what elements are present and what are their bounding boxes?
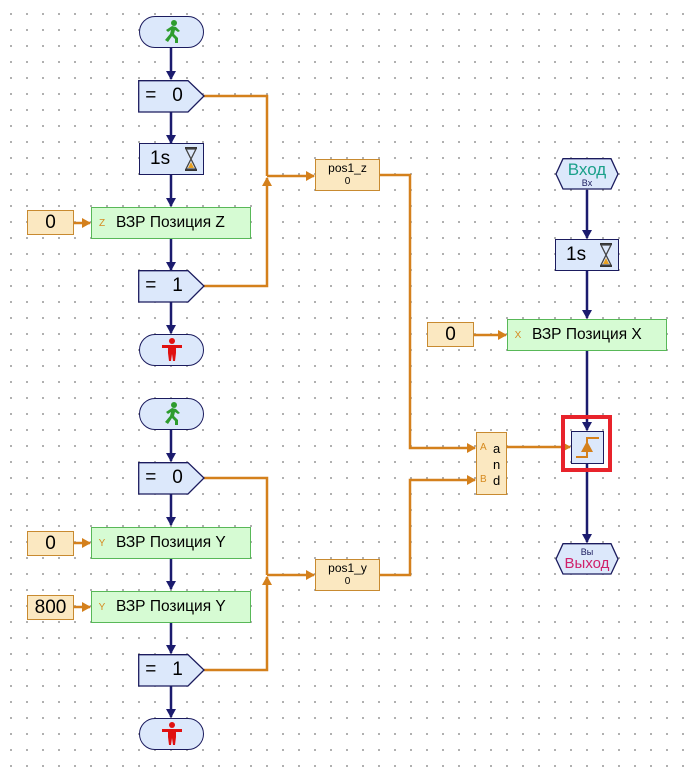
- data-wire: [204, 576, 272, 672]
- output-label: Выход: [564, 555, 610, 572]
- and-letter: a: [493, 441, 501, 456]
- compare-value: 0: [172, 85, 183, 106]
- constant-block[interactable]: 800: [27, 595, 74, 620]
- go-man-icon: [164, 20, 180, 43]
- compare-block[interactable]: = 0: [138, 80, 206, 113]
- variable-name: pos1_y: [328, 561, 367, 575]
- compare-block[interactable]: = 0: [138, 462, 206, 495]
- selection-highlight: [561, 415, 612, 472]
- data-wire: [380, 475, 476, 577]
- rising-edge-icon: [576, 437, 599, 458]
- compare-block[interactable]: = 1: [138, 270, 206, 303]
- rising-edge-block[interactable]: [571, 431, 604, 464]
- input-block[interactable]: Вход Вх: [555, 158, 619, 190]
- constant-value: 0: [445, 323, 456, 345]
- port-label: Y: [98, 601, 106, 613]
- data-wire: [204, 177, 272, 288]
- hourglass-icon: [599, 243, 613, 267]
- go-man-icon: [164, 402, 180, 425]
- motor-position-block[interactable]: Y ВЗР Позиция Y: [91, 591, 251, 623]
- compare-op: =: [145, 467, 157, 488]
- input-sub: Вх: [581, 178, 593, 188]
- output-block[interactable]: Вы Выход: [555, 543, 619, 575]
- output-sub: Вы: [580, 547, 594, 557]
- data-wire: [204, 94, 269, 176]
- constant-value: 0: [45, 211, 56, 233]
- timer-block[interactable]: 1s: [555, 239, 619, 271]
- port-label: Z: [98, 217, 106, 229]
- and-letter: n: [493, 457, 501, 472]
- compare-value: 0: [172, 467, 183, 488]
- start-block[interactable]: [139, 398, 204, 430]
- compare-value: 1: [172, 275, 183, 296]
- and-port-b: B: [480, 474, 487, 485]
- variable-block[interactable]: pos1_y 0: [315, 559, 380, 591]
- motor-position-block[interactable]: Z ВЗР Позиция Z: [91, 207, 251, 239]
- stop-man-icon: [161, 338, 182, 361]
- and-letter: d: [493, 473, 501, 488]
- motor-position-block[interactable]: X ВЗР Позиция X: [507, 319, 667, 351]
- variable-value: 0: [344, 576, 351, 587]
- constant-value: 0: [45, 532, 56, 554]
- motor-label: ВЗР Позиция Y: [116, 534, 226, 551]
- motor-label: ВЗР Позиция X: [532, 326, 642, 343]
- variable-value: 0: [344, 176, 351, 187]
- input-label: Вход: [567, 160, 607, 179]
- compare-op: =: [145, 275, 157, 296]
- compare-block[interactable]: = 1: [138, 654, 206, 687]
- and-port-a: A: [480, 442, 487, 453]
- data-wire: [204, 476, 269, 575]
- timer-label: 1s: [150, 148, 171, 169]
- compare-op: =: [145, 659, 157, 680]
- motor-label: ВЗР Позиция Y: [116, 598, 226, 615]
- timer-label: 1s: [566, 244, 587, 265]
- constant-block[interactable]: 0: [427, 322, 474, 347]
- variable-block[interactable]: pos1_z 0: [315, 159, 380, 191]
- constant-block[interactable]: 0: [27, 210, 74, 235]
- data-wire: [380, 173, 476, 453]
- port-label: X: [514, 329, 522, 341]
- stop-block[interactable]: [139, 334, 204, 366]
- constant-block[interactable]: 0: [27, 531, 74, 556]
- compare-value: 1: [172, 659, 183, 680]
- compare-op: =: [145, 85, 157, 106]
- motor-label: ВЗР Позиция Z: [116, 214, 225, 231]
- and-block[interactable]: A a n B d: [476, 432, 507, 495]
- motor-position-block[interactable]: Y ВЗР Позиция Y: [91, 527, 251, 559]
- constant-value: 800: [34, 596, 67, 618]
- hourglass-icon: [184, 147, 198, 171]
- stop-block[interactable]: [139, 718, 204, 750]
- timer-block[interactable]: 1s: [139, 143, 204, 175]
- port-label: Y: [98, 537, 106, 549]
- variable-name: pos1_z: [328, 161, 367, 175]
- start-block[interactable]: [139, 16, 204, 48]
- stop-man-icon: [161, 722, 182, 745]
